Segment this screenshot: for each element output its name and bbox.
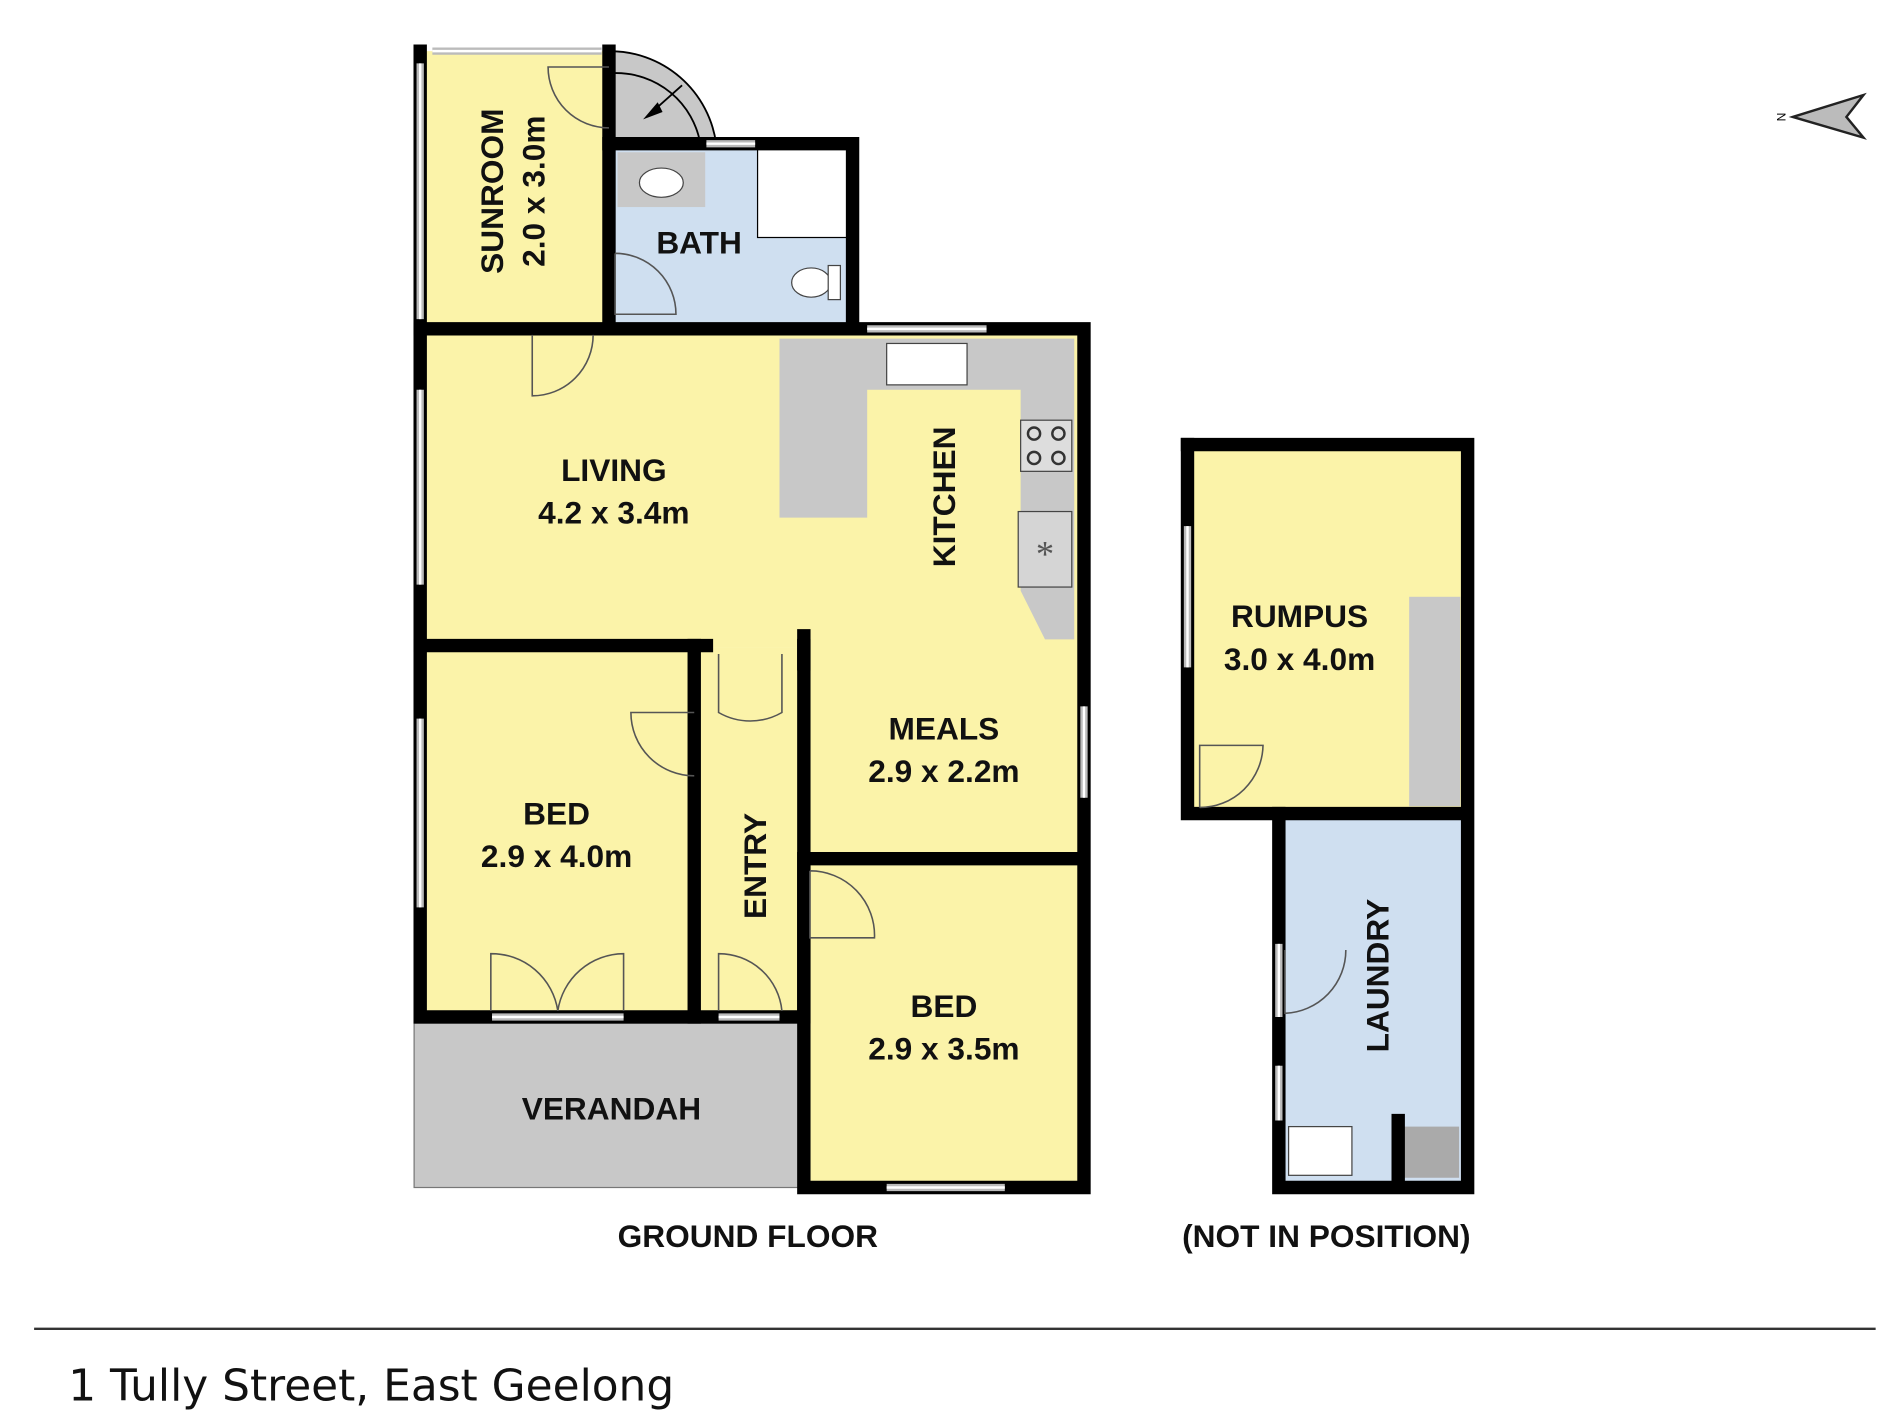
sunroom-size: 2.0 x 3.0m (515, 116, 551, 267)
verandah-label: VERANDAH (522, 1090, 701, 1126)
laundry-cupboard (1403, 1126, 1460, 1178)
living-size: 4.2 x 3.4m (538, 495, 689, 531)
ground-floor-caption: GROUND FLOOR (618, 1218, 878, 1254)
burners (1026, 426, 1066, 466)
stair-landing (608, 50, 718, 145)
kitchen-bench (779, 338, 1075, 640)
stair-arc (615, 72, 702, 144)
sunroom-fill (420, 51, 609, 329)
arrow-head-icon (643, 102, 663, 120)
laundry-fill (1278, 816, 1464, 1186)
kitchen-label: KITCHEN (926, 427, 962, 568)
fridge-symbol: * (1036, 533, 1054, 574)
rumpus-bench (1409, 596, 1461, 807)
bed1-label: BED (523, 796, 590, 832)
north-label: N (1775, 113, 1789, 122)
bed1-size: 2.9 x 4.0m (481, 838, 632, 874)
entry-label: ENTRY (737, 813, 773, 919)
cooktop-icon (1020, 419, 1073, 472)
kitchen-sink-icon (886, 342, 968, 386)
shower (756, 147, 851, 239)
fridge-icon (1017, 510, 1073, 588)
rumpus-label: RUMPUS (1231, 598, 1368, 634)
living-label: LIVING (561, 452, 667, 488)
address: 1 Tully Street, East Geelong (68, 1361, 674, 1412)
laundry-tub-icon (1287, 1125, 1353, 1176)
bed2-fill (803, 858, 1078, 1182)
verandah-fill (413, 1022, 805, 1189)
doors (490, 66, 1347, 1015)
laundry-label: LAUNDRY (1359, 899, 1395, 1053)
meals-fill (803, 645, 1078, 859)
entry-fill (694, 647, 804, 1017)
not-in-position-caption: (NOT IN POSITION) (1182, 1218, 1470, 1254)
sunroom-label: SUNROOM (474, 109, 510, 274)
bed2-size: 2.9 x 3.5m (868, 1031, 1019, 1067)
toilet-icon (791, 267, 832, 298)
rumpus-size: 3.0 x 4.0m (1224, 641, 1375, 677)
basin-icon (638, 167, 684, 198)
cistern (827, 264, 841, 301)
bed2-label: BED (910, 988, 977, 1024)
room-fills: * (413, 50, 1466, 1189)
windows (416, 47, 1283, 1192)
bath-label: BATH (656, 224, 742, 260)
meals-size: 2.9 x 2.2m (868, 753, 1019, 789)
meals-label: MEALS (889, 710, 1000, 746)
north-arrow-icon: N (1775, 92, 1867, 140)
bed1-fill (420, 647, 695, 1017)
